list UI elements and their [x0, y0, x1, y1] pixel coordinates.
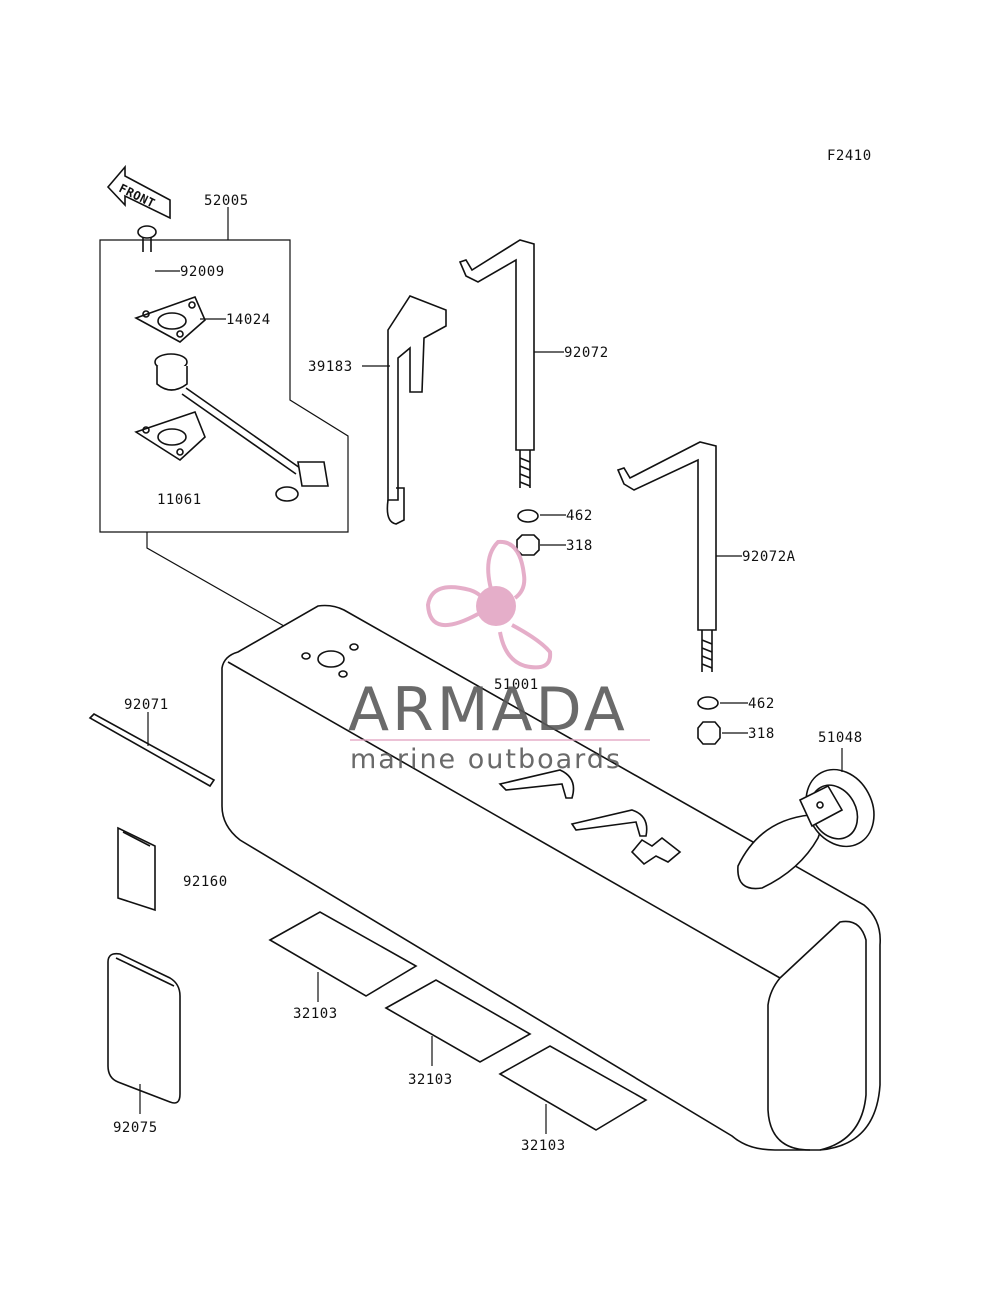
pad-32103-c — [498, 1045, 648, 1131]
propeller-icon — [425, 539, 553, 670]
part-label-32103-b: 32103 — [408, 1072, 453, 1088]
armada-logo: ARMADA marine outboards — [348, 539, 650, 775]
part-label-462-lower: 462 — [748, 696, 775, 712]
figure-code: F2410 — [827, 148, 872, 164]
strap-92072 — [458, 239, 535, 488]
part-label-92071: 92071 — [124, 697, 169, 713]
watermark-subtitle: marine outboards — [350, 744, 622, 775]
pad-32103-a — [268, 911, 418, 997]
part-label-318-upper: 318 — [566, 538, 593, 554]
part-label-92075: 92075 — [113, 1120, 158, 1136]
pad-32103-b — [384, 979, 532, 1063]
part-label-51001: 51001 — [494, 677, 539, 693]
part-label-14024: 14024 — [226, 312, 271, 328]
part-label-51048: 51048 — [818, 730, 863, 746]
pad-92160 — [117, 826, 156, 912]
part-label-92009: 92009 — [180, 264, 225, 280]
part-label-52005: 52005 — [204, 193, 249, 209]
part-label-318-lower: 318 — [748, 726, 775, 742]
front-arrow-icon: FRONT — [106, 164, 171, 220]
nut-318-upper — [516, 534, 540, 556]
assembly-52005-bracket — [99, 207, 349, 533]
washer-462-upper — [517, 509, 539, 523]
part-label-92160: 92160 — [183, 874, 228, 890]
bracket-39183 — [386, 295, 447, 525]
part-label-11061: 11061 — [157, 492, 202, 508]
part-label-92072A: 92072A — [742, 549, 796, 565]
fuel-tank-51001 — [221, 604, 881, 1151]
part-label-92072: 92072 — [564, 345, 609, 361]
fuel-cap-51048 — [798, 768, 875, 848]
plate-14024 — [134, 295, 206, 343]
part-label-32103-c: 32103 — [521, 1138, 566, 1154]
washer-462-lower — [697, 696, 719, 710]
watermark-title: ARMADA — [348, 675, 628, 745]
sender-11061 — [134, 353, 329, 502]
part-label-39183: 39183 — [308, 359, 353, 375]
pad-92075 — [107, 952, 181, 1104]
strap-92072A — [616, 441, 717, 672]
part-label-32103-a: 32103 — [293, 1006, 338, 1022]
part-label-462-upper: 462 — [566, 508, 593, 524]
screw-92009 — [137, 225, 157, 252]
nut-318-lower — [697, 721, 721, 745]
strip-92071 — [88, 713, 216, 788]
